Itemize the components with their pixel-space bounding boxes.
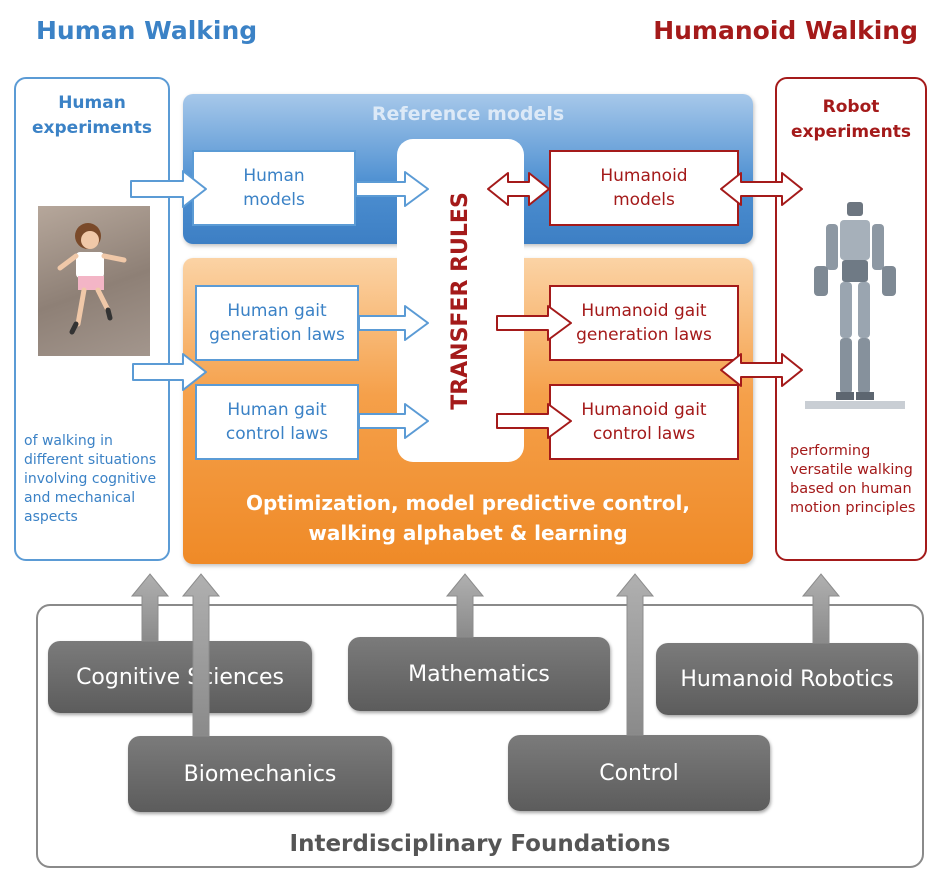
arrow-up-control [615,573,655,736]
human-gait-control-box: Human gait control laws [195,384,359,460]
human-models-box: Human models [192,150,356,226]
humanoid-gait-generation-box: Humanoid gait generation laws [549,285,739,361]
optimization-caption: Optimization, model predictive control, … [245,491,690,545]
biomechanics-box: Biomechanics [128,736,392,812]
human-experiments-title: Human experiments [32,93,152,138]
arrow-humanoid-models-robot-double [720,172,803,206]
robot-experiments-note: performing versatile walking based on hu… [790,443,916,516]
arrow-transfer-to-humanoid-gen [496,305,572,341]
arrow-up-humanoid-robotics [801,573,841,644]
reference-models-label: Reference models [371,103,565,125]
human-gait-generation-box: Human gait generation laws [195,285,359,361]
arrow-human-gen-to-transfer [358,305,429,341]
arrow-human-models-to-transfer [355,171,429,207]
arrow-humanoid-gait-robot-double [720,353,803,387]
humanoid-gait-control-box: Humanoid gait control laws [549,384,739,460]
robot-experiments-title: Robot experiments [791,97,911,142]
robot-experiments-panel [775,77,927,561]
humanoid-robot-photo [800,196,910,416]
child-running-photo [38,206,150,356]
humanoid-models-box: Humanoid models [549,150,739,226]
humanoid-robotics-box: Humanoid Robotics [656,643,918,715]
human-experiments-note: of walking in different situations invol… [24,433,157,525]
humanoid-walking-title: Humanoid Walking [653,16,918,45]
arrow-human-ctrl-to-transfer [358,403,429,439]
arrow-transfer-to-humanoid-ctrl [496,403,572,439]
arrow-experiments-to-gait [132,353,207,391]
arrow-up-cognitive [130,573,170,642]
control-box: Control [508,735,770,811]
foundations-title: Interdisciplinary Foundations [289,831,671,857]
human-experiments-panel [14,77,170,561]
human-walking-title: Human Walking [36,16,258,45]
arrow-experiments-to-human-models [130,170,207,208]
mathematics-box: Mathematics [348,637,610,711]
cognitive-sciences-box: Cognitive Sciences [48,641,312,713]
arrow-transfer-humanoid-models-double [487,172,550,206]
arrow-up-mathematics [445,573,485,638]
arrow-up-biomechanics [181,573,221,737]
